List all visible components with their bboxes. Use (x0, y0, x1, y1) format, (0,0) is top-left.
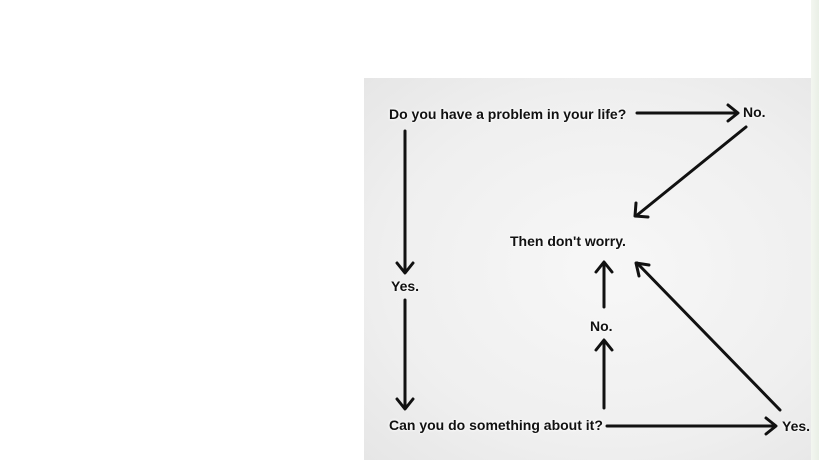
answer-no-middle: No. (590, 318, 613, 334)
arrow-problem-to-no (635, 103, 740, 123)
answer-yes-bottom: Yes. (782, 418, 811, 434)
arrow-yes-to-can-do (395, 298, 415, 411)
question-problem: Do you have a problem in your life? (389, 106, 627, 122)
answer-yes-left: Yes. (391, 278, 420, 294)
arrow-no-to-dont-worry-vertical (594, 260, 614, 309)
arrow-problem-to-yes (395, 129, 415, 275)
question-can-do: Can you do something about it? (389, 417, 603, 433)
outcome-dont-worry: Then don't worry. (510, 233, 626, 249)
arrow-no-to-dont-worry (633, 125, 748, 219)
answer-no-top: No. (743, 104, 766, 120)
flowchart-panel (364, 78, 811, 460)
arrow-can-do-to-no (594, 338, 614, 410)
page-edge (811, 0, 819, 460)
arrow-can-do-to-yes (605, 416, 778, 436)
arrow-yes-to-dont-worry (634, 261, 782, 412)
